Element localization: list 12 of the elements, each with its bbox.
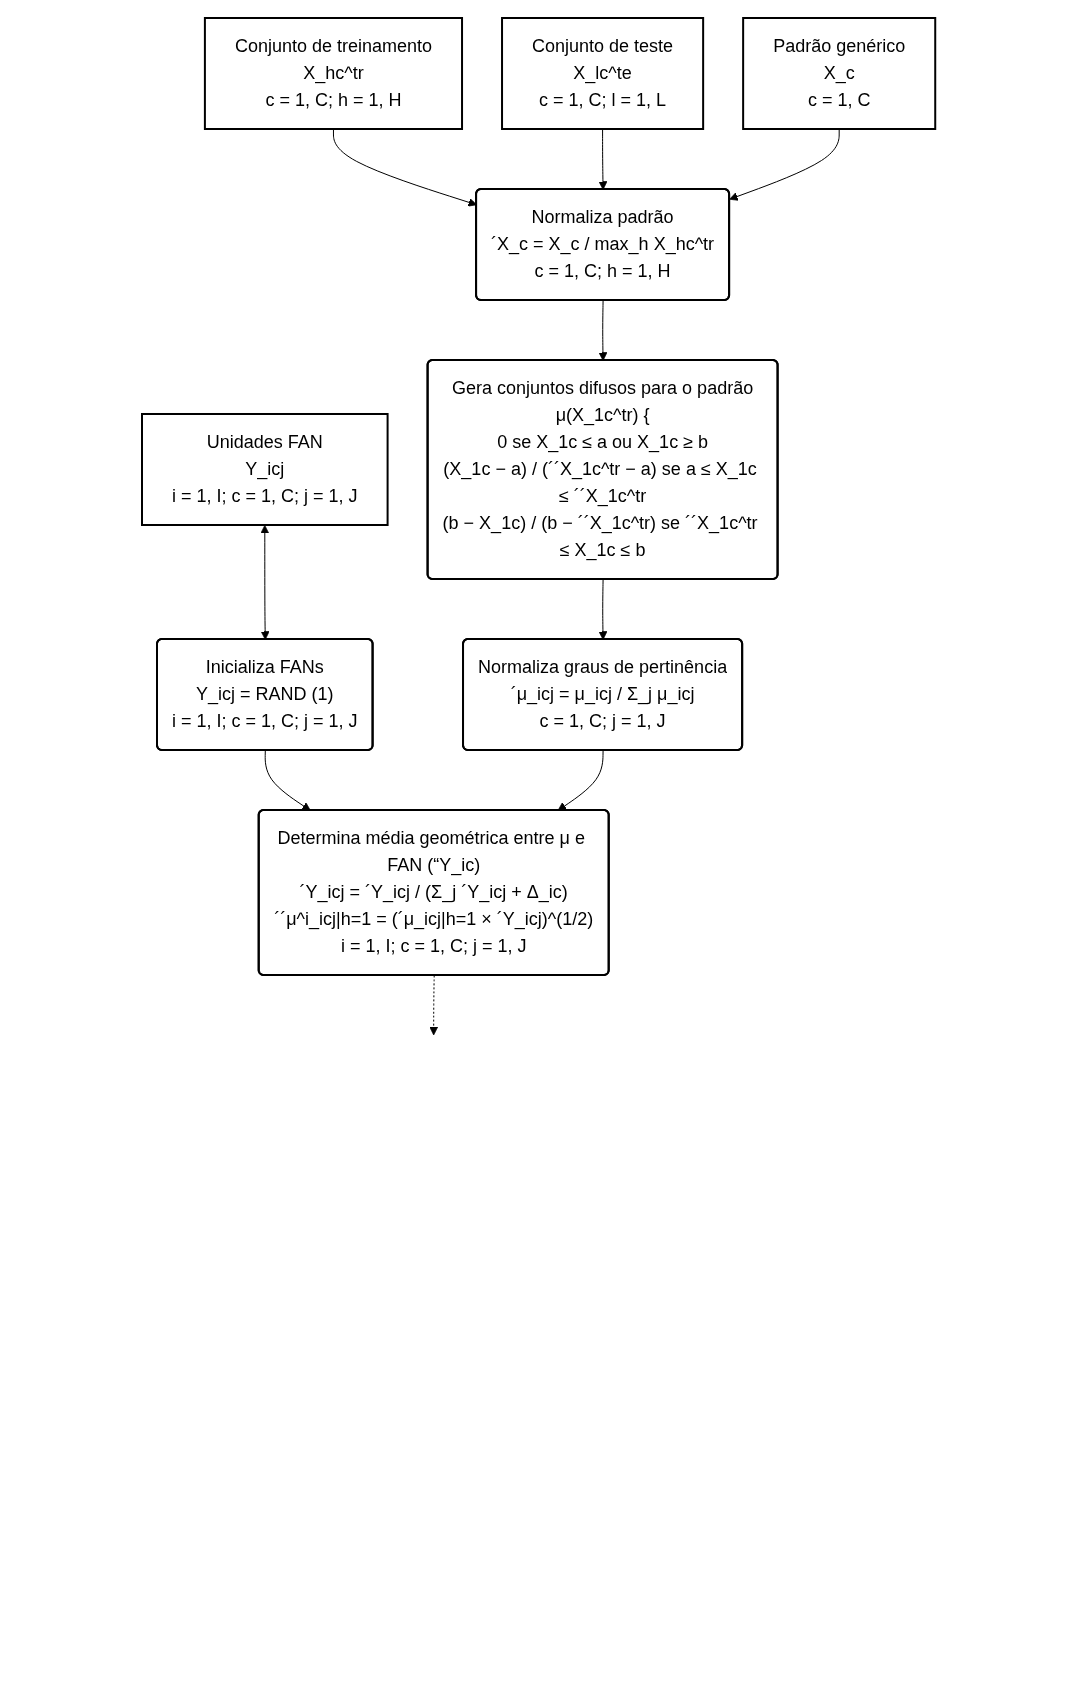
arrow [429,975,438,1036]
arrow [557,750,604,811]
arrow [598,300,608,361]
arrow [598,128,608,190]
node-box: Unidades FAN Y_icj i = 1, I; c = 1, C; j = 1, J [140,413,389,526]
node-box: Conjunto de teste X_lc^te c = 1, C; l = 1, L [500,17,704,130]
node-box: Conjunto de treinamento X_hc^tr c = 1, C; h = 1, H [203,17,463,130]
arrow [260,525,270,640]
arrow [598,579,608,640]
arrow [729,128,840,201]
node-box: Padrão genérico X_c c = 1, C [742,17,937,130]
arrow [264,750,311,811]
